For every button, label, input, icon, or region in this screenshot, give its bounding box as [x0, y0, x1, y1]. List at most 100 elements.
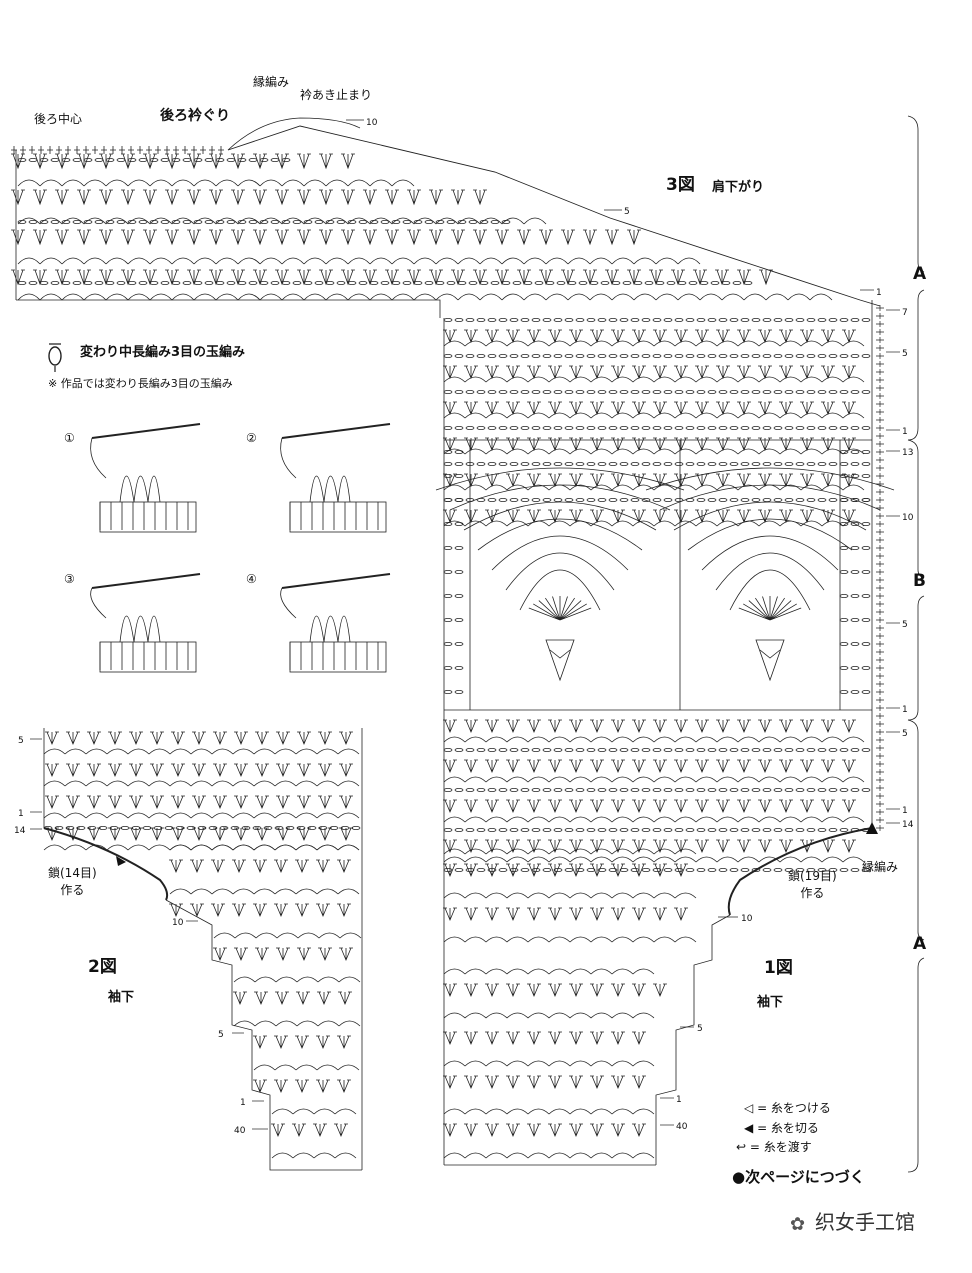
chain-stitch — [663, 354, 673, 358]
pineapple-arch — [519, 569, 601, 611]
chain-stitch — [685, 426, 695, 430]
chain-stitch — [105, 220, 115, 224]
chain-stitch — [751, 498, 761, 502]
chain-stitch — [171, 158, 181, 162]
chain-stitch — [839, 546, 849, 550]
chain-arch-row — [443, 448, 865, 455]
chain-stitch — [817, 390, 827, 394]
chain-stitch — [732, 281, 742, 285]
chain-stitch — [443, 666, 453, 670]
chain-stitch — [476, 390, 486, 394]
chain-stitch — [39, 158, 49, 162]
chain-stitch — [138, 220, 148, 224]
chain-stitch — [630, 498, 640, 502]
chain-stitch — [619, 318, 629, 322]
chain-stitch — [674, 498, 684, 502]
back-center-label: 後ろ中心 — [34, 112, 83, 126]
chain-stitch — [729, 354, 739, 358]
chain-stitch — [817, 748, 827, 752]
chain-stitch — [314, 220, 324, 224]
chain-stitch — [523, 281, 533, 285]
chain-stitch — [674, 788, 684, 792]
chain-stitch — [578, 281, 588, 285]
chain-arch-row — [443, 936, 697, 943]
chain-stitch — [729, 788, 739, 792]
row-marker: 1 — [676, 1095, 682, 1105]
chain-stitch — [806, 354, 816, 358]
chain-stitch — [454, 318, 464, 322]
chain-stitch — [597, 788, 607, 792]
chain-arch-row — [443, 776, 865, 783]
chain-stitch — [850, 642, 860, 646]
chain-stitch — [487, 354, 497, 358]
bracket-a-top-lower — [907, 289, 925, 441]
section-label-a-top: A — [913, 264, 927, 284]
cluster-stitch-row — [443, 799, 856, 814]
chain-stitch — [707, 390, 717, 394]
chain-stitch — [138, 281, 148, 285]
chain-stitch — [685, 354, 695, 358]
chain-stitch — [252, 826, 262, 830]
cluster-stitch-row — [169, 903, 351, 918]
chain-stitch — [531, 498, 541, 502]
pineapple-arch — [505, 552, 615, 591]
chain-stitch — [795, 498, 805, 502]
chain-stitch — [586, 828, 596, 832]
chain-stitch — [443, 450, 453, 454]
cluster-stitch-row — [253, 1035, 351, 1050]
chain-stitch — [839, 318, 849, 322]
chain-stitch — [270, 220, 280, 224]
chain-stitch — [839, 570, 849, 574]
chain-arch-row — [43, 748, 360, 755]
fig2-title: 2図 — [88, 957, 117, 977]
chain-stitch — [498, 426, 508, 430]
chain-stitch — [861, 666, 871, 670]
chain-stitch — [274, 826, 284, 830]
chain-stitch — [740, 390, 750, 394]
chain-stitch — [443, 474, 453, 478]
chain-stitch — [740, 748, 750, 752]
chain-stitch — [597, 354, 607, 358]
chain-stitch — [850, 868, 860, 872]
chain-stitch — [564, 498, 574, 502]
illustration-fabric — [289, 502, 379, 530]
chain-stitch — [340, 826, 350, 830]
chain-stitch — [531, 318, 541, 322]
chain-stitch — [215, 281, 225, 285]
chain-stitch — [806, 462, 816, 466]
chain-stitch — [619, 498, 629, 502]
chain-stitch — [520, 828, 530, 832]
chain-stitch — [443, 594, 453, 598]
chain-stitch — [630, 390, 640, 394]
illustration-base — [289, 641, 387, 673]
cluster-stitch-row — [11, 189, 487, 206]
chain-stitch — [850, 748, 860, 752]
chain-stitch — [465, 788, 475, 792]
chain-stitch — [597, 426, 607, 430]
chain-stitch — [817, 462, 827, 466]
chain-stitch — [413, 220, 423, 224]
chain-stitch — [718, 498, 728, 502]
chain-stitch — [490, 220, 500, 224]
chain-stitch — [50, 220, 60, 224]
chain-stitch — [61, 158, 71, 162]
chain-stitch — [127, 220, 137, 224]
chain-stitch — [520, 354, 530, 358]
chain-stitch — [861, 570, 871, 574]
chain-stitch — [839, 748, 849, 752]
chain-stitch — [597, 748, 607, 752]
chain-stitch — [817, 498, 827, 502]
chain-stitch — [795, 462, 805, 466]
chain-stitch — [542, 390, 552, 394]
chain-stitch — [674, 318, 684, 322]
chain-arch-row — [443, 848, 697, 855]
chain-stitch — [652, 748, 662, 752]
chain-arch-row — [17, 217, 547, 225]
chain-stitch — [325, 281, 335, 285]
chain-stitch — [773, 318, 783, 322]
chain-stitch — [685, 390, 695, 394]
chain-stitch — [751, 354, 761, 358]
section-label-b: B — [913, 571, 926, 591]
fig2-sleeve-edge — [165, 899, 362, 1171]
chain-stitch — [773, 426, 783, 430]
